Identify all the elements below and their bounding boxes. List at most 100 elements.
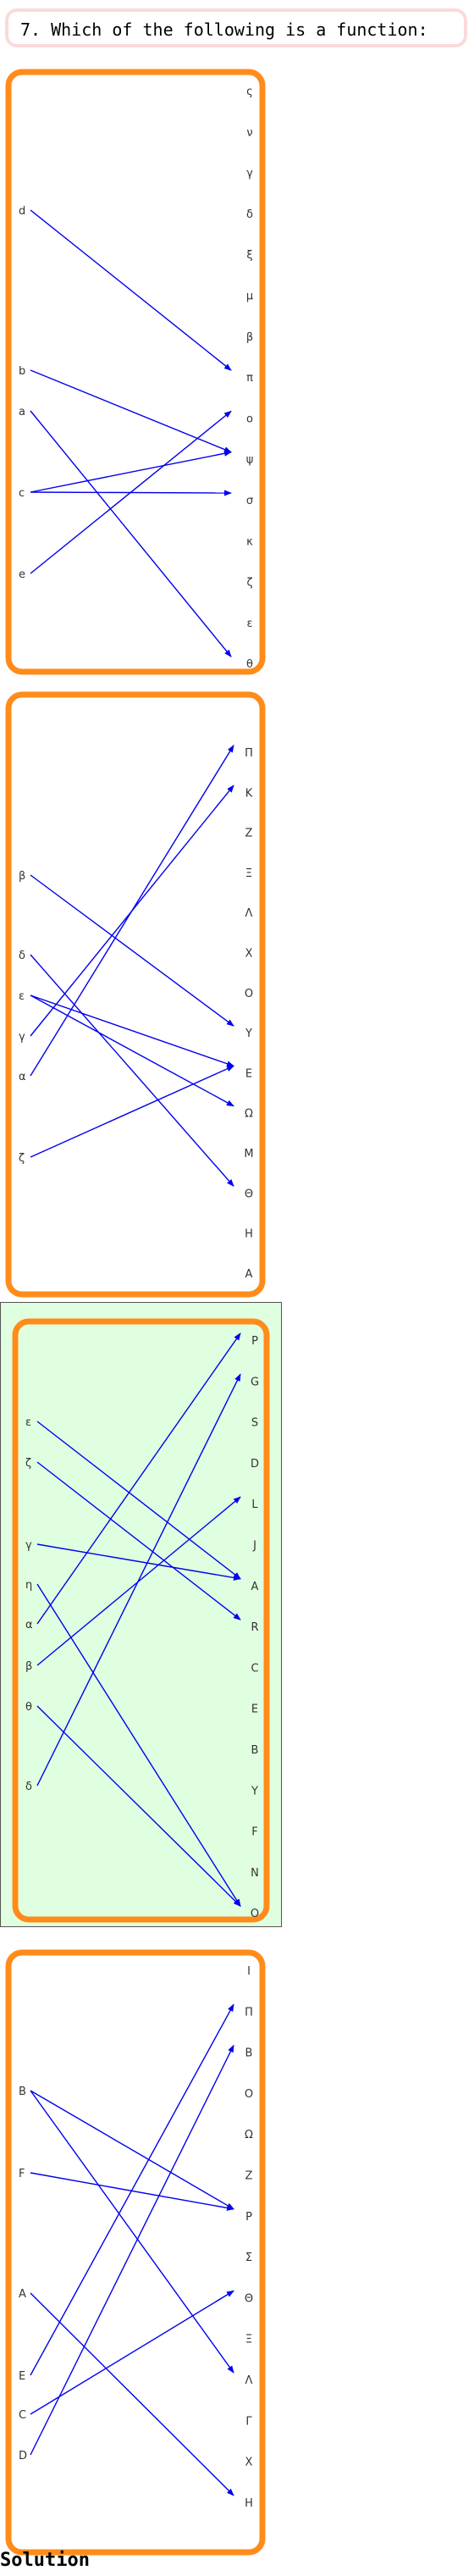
domain-label: E	[19, 2370, 25, 2383]
codomain-label: Z	[245, 2170, 253, 2183]
codomain-label: Α	[245, 1268, 253, 1281]
codomain-label: P	[245, 2211, 252, 2224]
codomain-label: H	[245, 2497, 253, 2510]
mapping-arrow	[30, 2090, 234, 2210]
mapping-arrow	[36, 1705, 241, 1907]
codomain-label: Θ	[245, 1188, 253, 1200]
mapping-arrow	[30, 2044, 234, 2456]
codomain-label: D	[251, 1458, 259, 1471]
mapping-arrow	[30, 954, 234, 1188]
domain-label: c	[19, 487, 25, 500]
codomain-label: β	[246, 331, 253, 344]
codomain-label: π	[246, 372, 253, 385]
codomain-label: Π	[245, 747, 253, 760]
codomain-label: ο	[246, 413, 253, 425]
domain-label: F	[19, 2168, 25, 2180]
codomain-label: Π	[245, 2006, 253, 2019]
mapping-arrow	[30, 369, 232, 453]
codomain-label: E	[251, 1703, 258, 1716]
codomain-label: μ	[246, 291, 253, 303]
codomain-label: L	[251, 1499, 258, 1511]
option-border	[12, 1318, 270, 1923]
codomain-label: S	[251, 1417, 258, 1430]
mapping-arrow	[36, 1543, 241, 1581]
mapping-arrow	[30, 2292, 234, 2496]
codomain-label: R	[251, 1621, 258, 1634]
codomain-label: O	[251, 1908, 259, 1920]
domain-label: B	[19, 2086, 26, 2098]
option-border	[5, 691, 266, 1298]
mapping-arrow	[36, 1583, 241, 1908]
mapping-arrow	[30, 2290, 234, 2415]
question-box: 7. Which of the following is a function:	[5, 8, 467, 47]
codomain-label: B	[245, 2047, 253, 2060]
domain-label: β	[19, 870, 25, 883]
codomain-label: Μ	[244, 1148, 253, 1161]
domain-label: C	[19, 2409, 26, 2422]
mapping-arrow	[36, 1332, 241, 1625]
codomain-label: σ	[246, 495, 253, 507]
mapping-arrow	[36, 1373, 241, 1787]
codomain-label: ν	[246, 126, 252, 139]
mapping-arrow	[30, 874, 234, 1027]
codomain-label: Ω	[245, 2129, 253, 2141]
domain-label: γ	[19, 1031, 25, 1044]
mapping-arrow	[30, 745, 234, 1077]
codomain-label: γ	[246, 168, 253, 180]
codomain-label: Ζ	[245, 828, 253, 840]
question-text: 7. Which of the following is a function:	[20, 19, 428, 40]
codomain-label: Θ	[245, 2292, 253, 2305]
domain-label: b	[19, 365, 25, 378]
codomain-label: Γ	[245, 2415, 252, 2428]
codomain-label: Κ	[245, 787, 253, 800]
codomain-label: J	[252, 1540, 256, 1553]
domain-label: a	[19, 406, 25, 418]
codomain-label: δ	[246, 208, 253, 221]
codomain-label: B	[251, 1744, 259, 1757]
option-border	[5, 69, 266, 675]
domain-label: ζ	[25, 1457, 31, 1470]
codomain-label: F	[251, 1826, 257, 1839]
domain-label: θ	[25, 1701, 32, 1714]
codomain-label: ε	[246, 618, 252, 630]
mapping-arrow	[30, 410, 232, 657]
codomain-label: N	[251, 1867, 259, 1880]
domain-label: ε	[25, 1416, 31, 1429]
domain-label: δ	[25, 1781, 32, 1793]
solution-heading: Solution	[0, 2550, 90, 2571]
codomain-label: Ε	[245, 1067, 252, 1080]
domain-label: e	[19, 568, 25, 581]
codomain-label: Ξ	[245, 867, 252, 880]
mapping-arrow	[30, 450, 232, 493]
codomain-label: Ο	[245, 988, 253, 1000]
codomain-label: Λ	[245, 907, 253, 920]
mapping-arrow	[36, 1421, 241, 1580]
codomain-label: κ	[246, 535, 253, 548]
codomain-label: Λ	[245, 2374, 253, 2387]
codomain-label: X	[245, 2457, 253, 2469]
codomain-label: Υ	[245, 1028, 252, 1040]
mapping-arrow	[30, 209, 232, 371]
domain-label: δ	[19, 950, 25, 962]
codomain-label: Χ	[245, 948, 253, 961]
codomain-label: ς	[246, 86, 253, 98]
codomain-label: Σ	[245, 2252, 252, 2264]
mapping-arrow	[30, 994, 234, 1107]
option-border	[5, 1949, 266, 2556]
domain-label: α	[25, 1619, 33, 1631]
codomain-label: θ	[246, 658, 253, 671]
domain-label: ζ	[19, 1152, 25, 1165]
codomain-label: Y	[251, 1785, 258, 1798]
codomain-label: Η	[245, 1228, 253, 1241]
mapping-arrow	[30, 1065, 234, 1158]
mapping-arrow	[30, 410, 232, 574]
domain-label: α	[19, 1071, 26, 1083]
codomain-label: P	[251, 1335, 258, 1348]
codomain-label: I	[247, 1965, 251, 1978]
codomain-label: ψ	[246, 454, 254, 467]
